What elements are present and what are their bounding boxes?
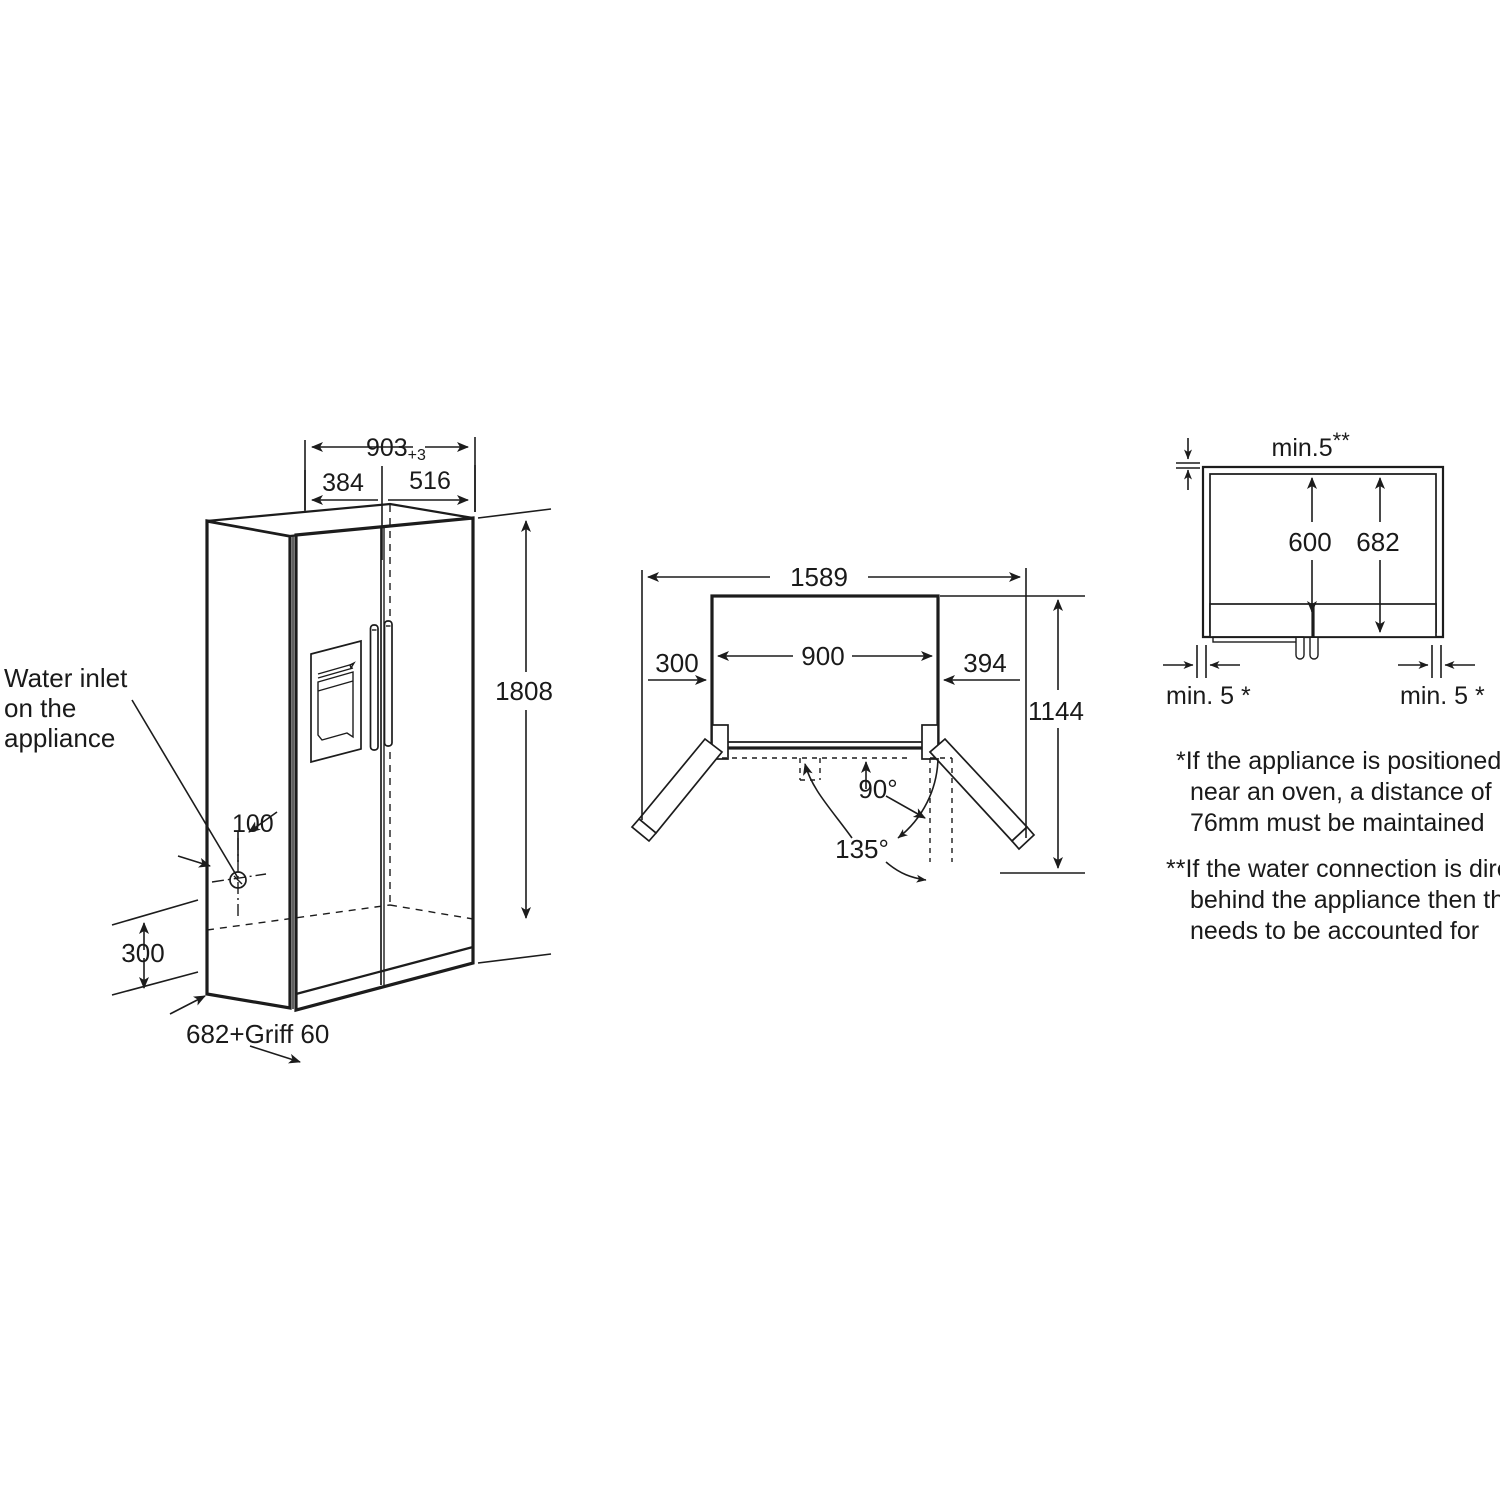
dim-label-min5-top: min.5** [1209,426,1398,462]
cabinet-left-side-face [205,519,292,1010]
dim-label-384: 384 [322,469,364,497]
dim-inlet-100: 100 [232,810,278,862]
niche-appliance-body [1209,603,1437,643]
dim-label-900: 900 [801,641,844,671]
dim-overall-height-1808: 1808 [477,508,553,964]
dim-label-682-griff: 682+Griff 60 [186,1019,329,1049]
dim-inlet-height-300: 300 [111,899,199,996]
door-handle-left [369,624,379,751]
dim-door-widths: 384 516 [304,465,476,560]
view-niche-clearance: min.5** 600 682 min. 5 * [1163,426,1485,710]
door-panel-right-open [928,737,1036,851]
callout-line-2: on the [4,693,76,723]
callout-line-1: Water inlet [4,663,128,693]
footnote-2-line-2: behind the appliance then this [1190,886,1500,914]
view-top-plan: 1589 900 300 394 1144 [630,562,1085,883]
dim-left-clearance-300: 300 [648,648,707,685]
footnote-double-star: **If the water connection is directly be… [1166,855,1500,945]
dim-label-min5-left: min. 5 * [1166,682,1251,710]
dim-total-swing-1589: 1589 [641,562,1027,838]
dim-left-gap-min5: min. 5 * [1163,645,1251,710]
dim-label-1589: 1589 [790,562,848,592]
footnote-2-line-3: needs to be accounted for [1190,917,1479,945]
callout-line-3: appliance [4,723,115,753]
dim-inner-682: 682 [1356,477,1400,633]
angle-label-90: 90° [858,774,897,804]
dim-cabinet-width-900: 900 [717,641,933,671]
dim-label-682: 682 [1356,527,1399,557]
water-inlet-callout: Water inlet on the appliance [4,663,239,879]
dim-label-300: 300 [121,938,164,968]
dim-label-903: 903+3 [303,434,474,466]
footnote-single-star: *If the appliance is positioned near an … [1176,747,1500,837]
dim-label-394: 394 [963,648,1006,678]
footnote-2-line-1: **If the water connection is directly [1166,855,1500,883]
door-panel-left-open [630,737,724,843]
door-handle-right [383,620,393,747]
footnotes-block: *If the appliance is positioned near an … [1166,747,1500,945]
dim-label-300-plan: 300 [655,648,698,678]
footnote-1-line-1: *If the appliance is positioned [1176,747,1500,775]
dim-right-gap-min5: min. 5 * [1398,645,1485,710]
footnote-1-line-3: 76mm must be maintained [1190,809,1485,837]
dim-depth-1144: 1144 [940,595,1085,874]
view-front-isometric: 903+3 384 516 1808 100 [4,434,553,1064]
angle-label-135: 135° [835,834,889,864]
dim-label-1808: 1808 [495,676,553,706]
angle-135-annotation: 135° [803,763,927,883]
cabinet-footprint [710,594,940,750]
dim-label-min5-right: min. 5 * [1400,682,1485,710]
door-closed-dashed-outline [722,757,953,862]
dim-label-600: 600 [1288,527,1331,557]
swing-arc-135 [897,757,939,839]
dim-depth-682-griff: 682+Griff 60 [169,995,329,1064]
dim-label-100: 100 [232,810,274,838]
door-split-line [380,526,385,985]
footnote-1-line-2: near an oven, a distance of [1190,778,1492,806]
dim-label-516: 516 [409,467,451,495]
dim-top-gap-min5: min.5** [1176,426,1398,490]
dim-inner-600: 600 [1288,477,1332,613]
water-ice-dispenser [310,639,362,764]
dim-right-clearance-394: 394 [943,648,1020,685]
appliance-feet [1295,638,1319,660]
angle-90-annotation: 90° [858,761,926,819]
inlet-leader-arrow [177,855,211,868]
door-left-edge-gap [289,535,297,1010]
dim-label-1144: 1144 [1028,696,1084,726]
